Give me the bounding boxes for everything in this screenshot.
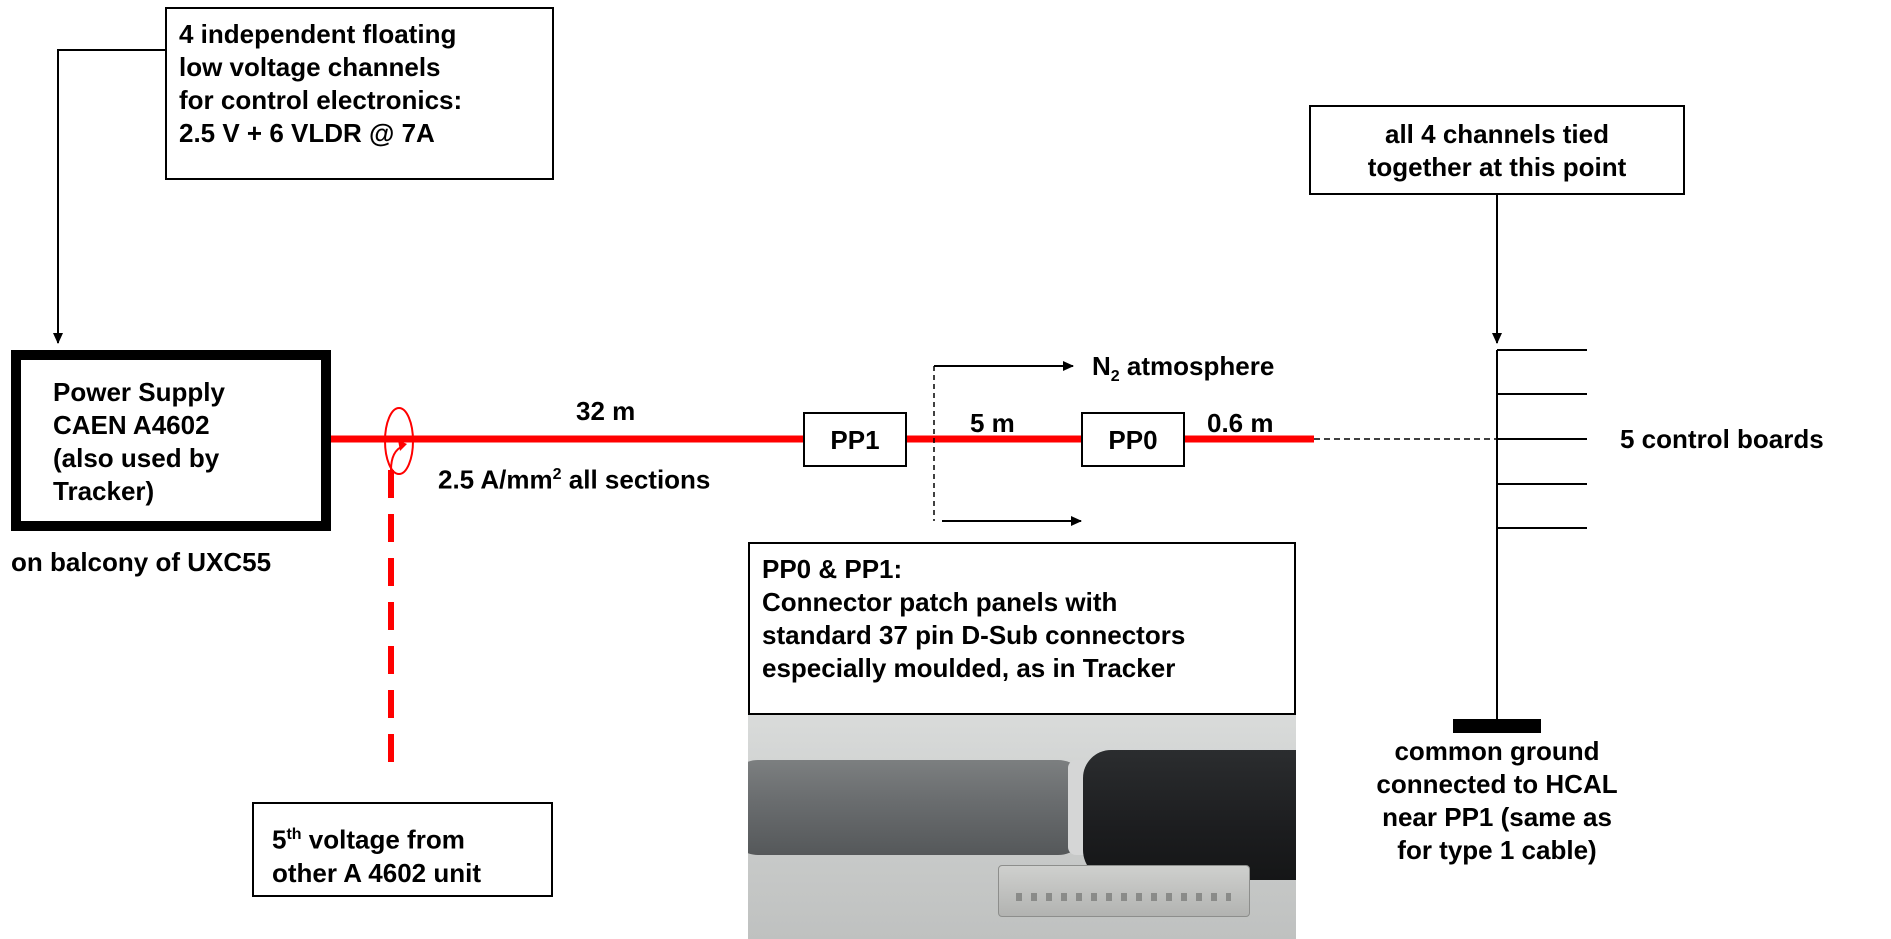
note-floating-line-1: 4 independent floating	[179, 19, 457, 49]
n2-sub: 2	[1110, 368, 1120, 386]
leader-floating-to-supply	[53, 49, 165, 344]
ground-bar	[1453, 719, 1541, 733]
current-density-post: all sections	[561, 464, 711, 495]
fifth-voltage-loop	[384, 407, 414, 475]
fifth-rest: voltage from	[301, 824, 465, 855]
power-supply-box: Power Supply CAEN A4602 (also used by Tr…	[11, 350, 331, 531]
ground-line-1: common ground	[1394, 736, 1600, 766]
note-patch-panels: PP0 & PP1: Connector patch panels with s…	[748, 542, 1296, 715]
pp1-box: PP1	[803, 412, 907, 467]
note-floating-line-4: 2.5 V + 6 VLDR @ 7A	[179, 118, 435, 148]
note-floating-channels: 4 independent floating low voltage chann…	[165, 7, 554, 180]
note-patch-line-2: Connector patch panels with	[762, 587, 1118, 617]
note-floating-line-3: for control electronics:	[179, 85, 463, 115]
power-supply-location: on balcony of UXC55	[11, 547, 272, 577]
note-channels-tied: all 4 channels tied together at this poi…	[1309, 105, 1685, 195]
note-patch-line-3: standard 37 pin D-Sub connectors	[762, 620, 1186, 650]
control-boards-label: 5 control boards	[1620, 424, 1824, 454]
current-density-label: 2.5 A/mm2 all sections	[438, 458, 710, 497]
power-supply-line-3: (also used by	[53, 443, 220, 473]
n2-atmosphere-label: N2 atmosphere	[1092, 350, 1274, 393]
n2-post: atmosphere	[1119, 351, 1275, 381]
pp0-box: PP0	[1081, 412, 1185, 467]
note-fifth-line-2: other A 4602 unit	[272, 857, 482, 888]
note-channels-line-2: together at this point	[1367, 152, 1627, 182]
power-supply-line-4: Tracker)	[53, 476, 155, 506]
fifth-sup: th	[286, 826, 302, 843]
power-supply-line-1: Power Supply	[53, 377, 225, 407]
ground-line-3: near PP1 (same as	[1382, 802, 1612, 832]
cable-length-5m: 5 m	[970, 408, 1015, 438]
note-patch-line-1: PP0 & PP1:	[762, 554, 903, 584]
fifth-num: 5	[272, 824, 287, 855]
note-channels-line-1: all 4 channels tied	[1385, 119, 1609, 149]
cable-length-06m: 0.6 m	[1207, 408, 1274, 438]
note-fifth-voltage: 5th voltage from other A 4602 unit	[252, 802, 553, 897]
current-density-sup: 2	[552, 466, 562, 483]
power-supply-line-2: CAEN A4602	[53, 410, 210, 440]
note-floating-line-2: low voltage channels	[179, 52, 441, 82]
current-density-pre: 2.5 A/mm	[438, 464, 553, 495]
ground-line-4: for type 1 cable)	[1397, 835, 1597, 865]
note-patch-line-4: especially moulded, as in Tracker	[762, 653, 1176, 683]
dsub-connector-photo	[748, 715, 1296, 939]
cable-length-32m: 32 m	[576, 396, 636, 426]
note-fifth-line-1: 5th voltage from	[272, 818, 551, 857]
ground-label: common ground connected to HCAL near PP1…	[1372, 735, 1622, 867]
n2-pre: N	[1092, 351, 1111, 381]
ground-line-2: connected to HCAL	[1376, 769, 1618, 799]
